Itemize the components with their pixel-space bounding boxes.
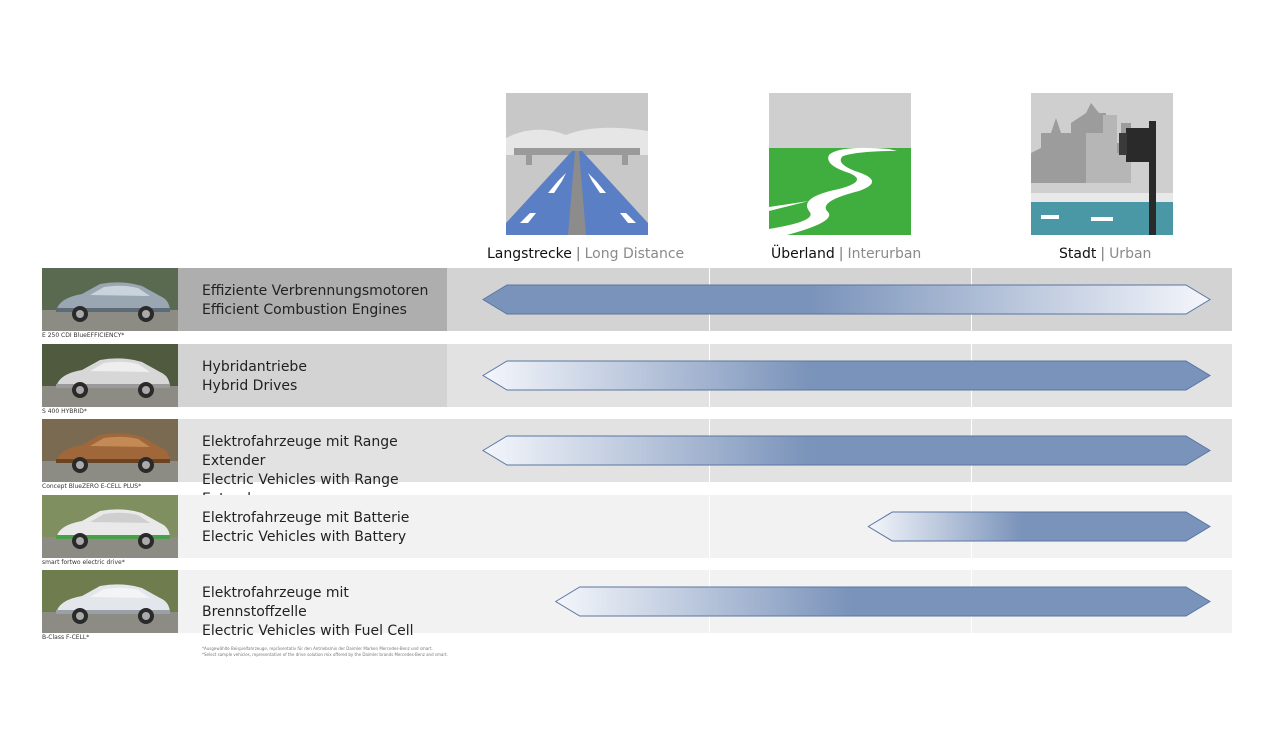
car-photo: [42, 344, 178, 407]
car-caption: smart fortwo electric drive*: [42, 559, 125, 566]
range-arrow-shape: [482, 360, 1211, 391]
city-traffic-light-icon: [1031, 93, 1173, 235]
car-photo: [42, 570, 178, 633]
column-en-label: Urban: [1109, 246, 1152, 262]
range-arrow-shape: [554, 586, 1211, 617]
separator: |: [838, 246, 844, 262]
highway-icon: [506, 93, 648, 235]
column-label-long-distance: Langstrecke|Long Distance: [487, 246, 684, 262]
column-en-label: Long Distance: [584, 246, 685, 262]
column-de-label: Stadt: [1059, 246, 1097, 262]
footnote-line-en: *Select sample vehicles, representative …: [202, 652, 448, 657]
range-arrow: [867, 511, 1211, 542]
drive-label-de: Effiziente Verbrennungsmotoren: [202, 283, 429, 299]
car-caption: Concept BlueZERO E-CELL PLUS*: [42, 483, 142, 490]
car-caption: B-Class F-CELL*: [42, 634, 90, 641]
range-arrow-shape: [482, 284, 1211, 315]
car-photo: [42, 495, 178, 558]
column-en-label: Interurban: [847, 246, 922, 262]
country-road-icon: [769, 93, 911, 235]
drive-label-de: Elektrofahrzeuge mit Brennstoffzelle: [202, 585, 349, 620]
range-arrow: [482, 284, 1211, 315]
range-arrow-shape: [867, 511, 1211, 542]
car-caption: S 400 HYBRID*: [42, 408, 87, 415]
drive-label-en: Electric Vehicles with Battery: [202, 529, 407, 545]
drive-label-de: Hybridantriebe: [202, 359, 307, 375]
car-photo: [42, 268, 178, 331]
range-arrow: [554, 586, 1211, 617]
column-label-urban: Stadt|Urban: [1059, 246, 1151, 262]
drive-label-de: Elektrofahrzeuge mit Range Extender: [202, 434, 398, 469]
column-label-interurban: Überland|Interurban: [771, 246, 921, 262]
car-caption: E 250 CDI BlueEFFICIENCY*: [42, 332, 125, 339]
drive-row: E 250 CDI BlueEFFICIENCY* Effiziente Verb…: [42, 268, 1232, 339]
column-de-label: Überland: [771, 246, 835, 262]
drive-label-en: Hybrid Drives: [202, 378, 298, 394]
separator: |: [1100, 246, 1106, 262]
range-arrow: [482, 360, 1211, 391]
range-cell: [447, 495, 709, 558]
footnote-line-de: *Ausgewählte Beispielfahrzeuge, repräsen…: [202, 646, 433, 651]
range-arrow-shape: [482, 435, 1211, 466]
column-de-label: Langstrecke: [487, 246, 572, 262]
drive-label-en: Electric Vehicles with Fuel Cell: [202, 623, 414, 639]
drive-row: smart fortwo electric drive* Elektrofahrz…: [42, 495, 1232, 566]
car-photo: [42, 419, 178, 482]
drive-label-en: Efficient Combustion Engines: [202, 302, 407, 318]
drive-row: Concept BlueZERO E-CELL PLUS* Elektrofahr…: [42, 419, 1232, 507]
range-arrow: [482, 435, 1211, 466]
drive-label-de: Elektrofahrzeuge mit Batterie: [202, 510, 410, 526]
separator: |: [575, 246, 581, 262]
drive-row: B-Class F-CELL* Elektrofahrzeuge mit Bren…: [42, 570, 1232, 641]
footnote: *Ausgewählte Beispielfahrzeuge, repräsen…: [202, 646, 448, 658]
